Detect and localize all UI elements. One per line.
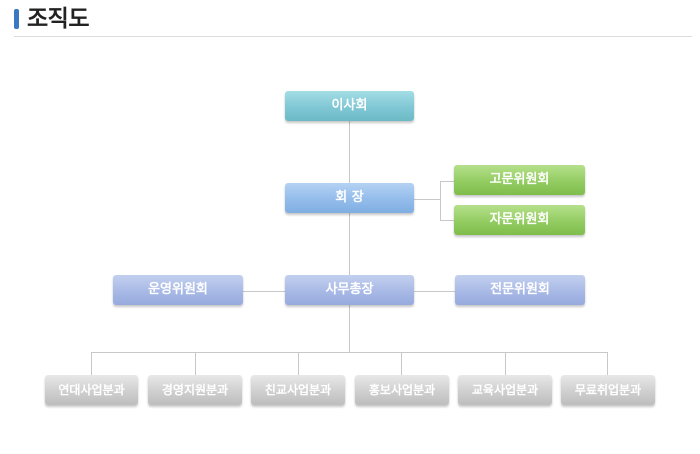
node-division: 교육사업분과 <box>458 375 552 405</box>
node-board: 이사회 <box>285 91 414 121</box>
title-accent-bar <box>14 9 19 29</box>
page-header: 조직도 <box>14 4 692 37</box>
node-secretary-general: 사무총장 <box>285 275 414 305</box>
node-division: 경영지원분과 <box>148 375 242 405</box>
node-division: 친교사업분과 <box>251 375 345 405</box>
page-title: 조직도 <box>27 6 89 32</box>
node-advisory-committee: 고문위원회 <box>454 165 585 195</box>
node-operations-committee: 운영위원회 <box>113 275 243 305</box>
node-division: 홍보사업분과 <box>355 375 449 405</box>
node-division: 무료취업분과 <box>561 375 655 405</box>
node-chairman: 회 장 <box>285 183 414 213</box>
node-consulting-committee: 자문위원회 <box>454 205 585 235</box>
node-expert-committee: 전문위원회 <box>455 275 585 305</box>
node-division: 연대사업분과 <box>45 375 138 405</box>
